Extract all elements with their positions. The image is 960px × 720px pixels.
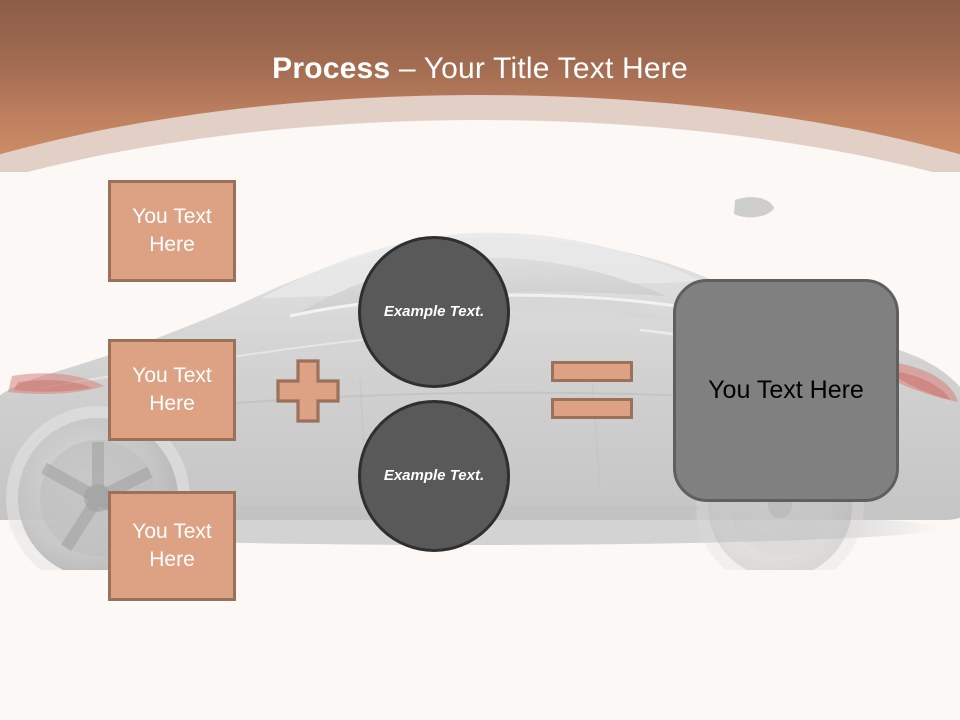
- input-box-3-label: You Text Here: [132, 520, 212, 571]
- page-title-separator: –: [390, 52, 424, 85]
- equals-bar-bottom: [551, 398, 633, 419]
- slide-header-banner: [0, 0, 960, 172]
- result-box-label: You Text Here: [708, 376, 864, 404]
- factor-circle-1[interactable]: Example Text.: [358, 236, 510, 388]
- equals-icon: [551, 361, 633, 419]
- plus-icon: [274, 358, 342, 424]
- input-box-2[interactable]: You Text Here: [108, 339, 236, 441]
- factor-circle-1-label: Example Text.: [383, 303, 485, 321]
- factor-circle-2[interactable]: Example Text.: [358, 400, 510, 552]
- input-box-1[interactable]: You Text Here: [108, 180, 236, 282]
- page-title-bold: Process: [272, 52, 391, 85]
- equals-bar-top: [551, 361, 633, 382]
- input-box-1-label: You Text Here: [132, 205, 212, 256]
- input-box-2-label: You Text Here: [132, 364, 212, 415]
- page-title-light: Your Title Text Here: [423, 52, 688, 85]
- page-title: Process – Your Title Text Here: [0, 52, 960, 86]
- result-box[interactable]: You Text Here: [673, 279, 899, 502]
- factor-circle-2-label: Example Text.: [383, 467, 485, 485]
- input-box-3[interactable]: You Text Here: [108, 491, 236, 601]
